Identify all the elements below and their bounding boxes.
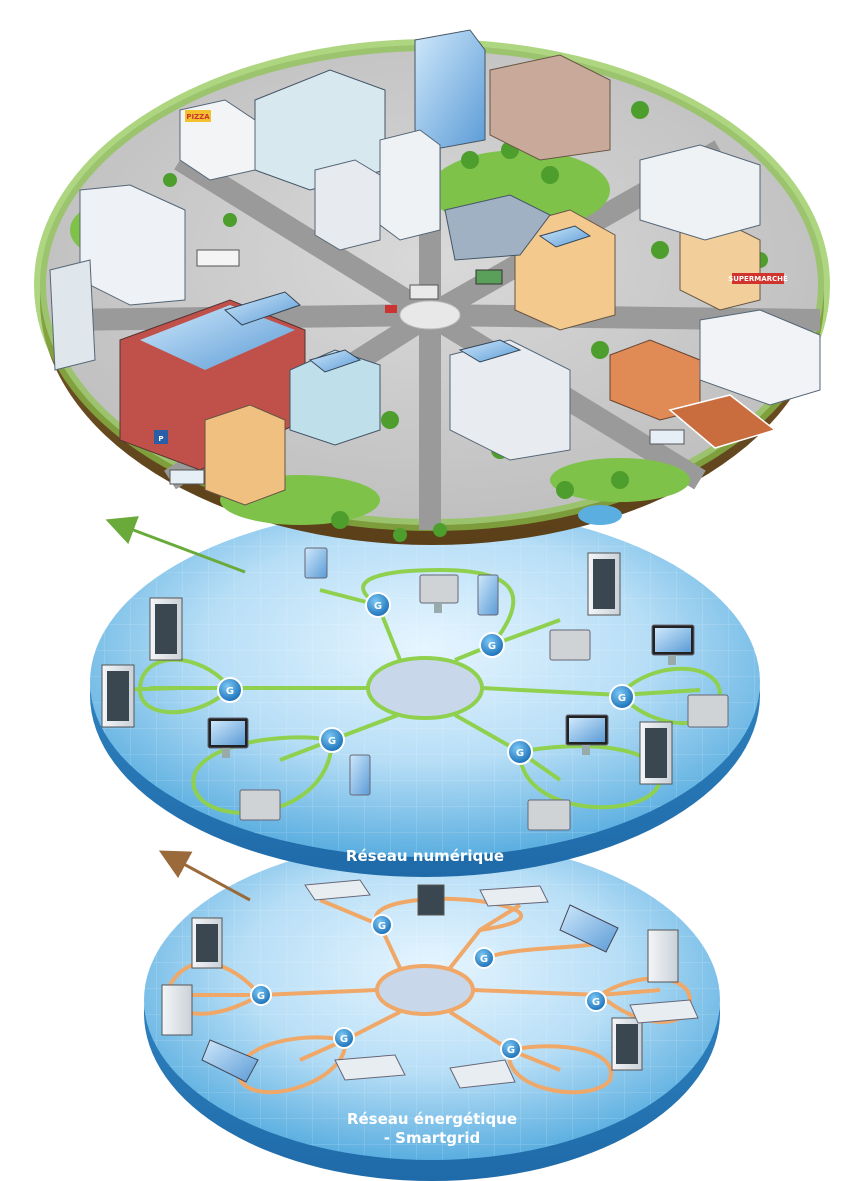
hub-node-icon: G	[479, 632, 505, 658]
solar-panel-icon	[308, 349, 362, 373]
car	[385, 305, 397, 313]
monitor-icon	[527, 799, 571, 831]
building	[514, 209, 616, 331]
bus	[649, 429, 685, 445]
hub-node-icon: G	[473, 947, 495, 969]
hub-node-icon: G	[217, 677, 243, 703]
monitor-icon	[239, 789, 281, 821]
building	[489, 54, 611, 161]
tennis-court	[668, 394, 777, 449]
monitor-icon	[207, 717, 249, 758]
svg-text:G: G	[226, 686, 234, 697]
building	[639, 144, 761, 241]
building	[49, 259, 96, 371]
server-rack-icon	[647, 929, 679, 983]
truck	[196, 249, 240, 267]
city-signs: PIZZA SUPERMARCHÉ P	[154, 110, 788, 444]
parking-sign: P	[158, 435, 163, 443]
server-rack-icon	[101, 664, 135, 728]
svg-text:G: G	[488, 641, 496, 652]
svg-text:G: G	[507, 1045, 515, 1056]
bus	[169, 469, 205, 485]
solar-panel-icon	[201, 1039, 259, 1083]
energy-layer: G G G G G G Réseau énergétique - Smartgr…	[144, 840, 720, 1181]
solar-panel-icon	[458, 339, 522, 363]
digital-layer-label: Réseau numérique	[346, 847, 504, 865]
battery-bank-icon	[629, 999, 699, 1024]
building	[314, 159, 381, 251]
server-rack-icon	[149, 597, 183, 661]
hub-node-icon: G	[371, 914, 393, 936]
energy-nodes: G G G G G G	[250, 914, 607, 1060]
battery-bank-icon	[304, 879, 371, 901]
digital-nodes: G G G G G G	[217, 592, 635, 765]
energy-equipment	[161, 879, 699, 1089]
solar-panel-icon	[223, 291, 301, 326]
monitor-icon	[565, 714, 609, 755]
building	[449, 339, 571, 461]
battery-bank-icon	[479, 885, 549, 907]
svg-text:G: G	[480, 954, 488, 965]
server-rack-icon	[161, 984, 193, 1036]
city-buildings	[49, 29, 821, 506]
hub-node-icon: G	[507, 739, 533, 765]
digital-arrow	[105, 516, 246, 574]
monitor-icon	[419, 574, 459, 613]
building	[379, 129, 441, 241]
energy-layer-label-line1: Réseau énergétique	[347, 1110, 517, 1128]
solar-panel-icon	[559, 904, 619, 953]
digital-layer: G G G G G G Réseau numérique	[90, 507, 760, 877]
city-vehicles	[169, 249, 685, 485]
pizza-sign: PIZZA	[186, 113, 210, 121]
server-rack-icon	[639, 721, 673, 785]
svg-text:G: G	[618, 693, 626, 704]
building	[79, 184, 186, 306]
battery-bank-icon	[449, 1059, 516, 1089]
svg-text:G: G	[328, 736, 336, 747]
roundabout	[399, 300, 461, 330]
monitor-icon	[549, 629, 591, 661]
svg-text:G: G	[516, 748, 524, 759]
energy-layer-label-line2: - Smartgrid	[384, 1129, 481, 1147]
server-rack-icon	[611, 1017, 643, 1071]
hub-node-icon: G	[319, 727, 345, 753]
monitor-icon	[304, 547, 328, 579]
svg-text:G: G	[257, 991, 265, 1002]
truck	[409, 284, 439, 300]
svg-text:G: G	[340, 1034, 348, 1045]
hub-node-icon: G	[333, 1027, 355, 1049]
server-rack-icon	[587, 552, 621, 616]
svg-text:G: G	[592, 997, 600, 1008]
monitor-icon	[349, 754, 371, 796]
energy-arrow	[158, 850, 251, 902]
server-rack-icon	[191, 917, 223, 969]
monitor-icon	[651, 624, 695, 665]
building	[699, 309, 821, 406]
building	[289, 349, 381, 446]
city-solar-roofs	[223, 225, 592, 373]
supermarket-sign: SUPERMARCHÉ	[728, 274, 788, 283]
hub-node-icon: G	[250, 984, 272, 1006]
hub-node-icon: G	[500, 1038, 522, 1060]
pond	[578, 505, 622, 525]
solar-panel-icon	[538, 225, 592, 248]
svg-text:G: G	[374, 601, 382, 612]
hub-node-icon: G	[585, 990, 607, 1012]
monitor-icon	[477, 574, 499, 616]
hub-node-icon: G	[365, 592, 391, 618]
monitor-icon	[687, 694, 729, 728]
building	[444, 194, 551, 261]
digital-equipment	[101, 547, 729, 831]
svg-text:G: G	[378, 921, 386, 932]
truck	[475, 269, 503, 285]
building	[204, 404, 286, 506]
server-rack-icon	[417, 884, 445, 916]
city-layer: PIZZA SUPERMARCHÉ P	[34, 29, 830, 545]
building	[414, 29, 486, 151]
battery-bank-icon	[334, 1054, 406, 1081]
hub-node-icon: G	[609, 684, 635, 710]
